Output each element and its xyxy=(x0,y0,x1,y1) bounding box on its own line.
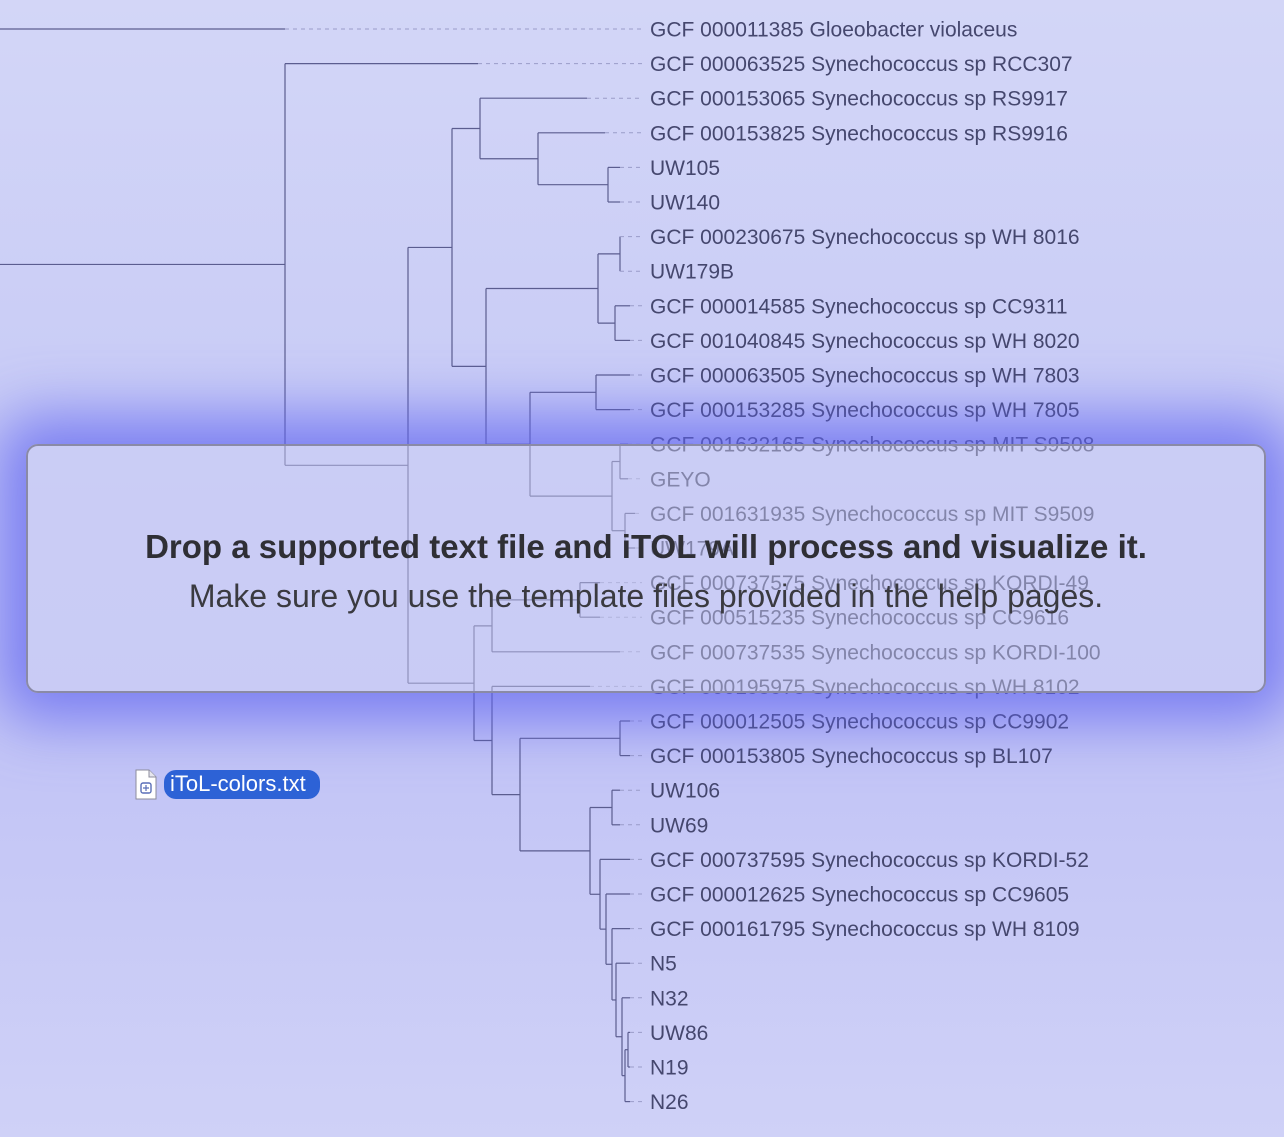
tree-leaf-label: GCF 000737595 Synechococcus sp KORDI-52 xyxy=(650,849,1089,872)
tree-leaf-label: UW105 xyxy=(650,157,720,180)
tree-leaf-label: GCF 000195975 Synechococcus sp WH 8102 xyxy=(650,676,1080,699)
tree-leaf-label: UW140 xyxy=(650,192,720,215)
tree-leaf-label: GEYO xyxy=(650,468,711,491)
tree-leaf-label: GCF 000153805 Synechococcus sp BL107 xyxy=(650,745,1053,768)
drop-zone-overlay[interactable]: Drop a supported text file and iTOL will… xyxy=(26,444,1266,693)
tree-leaf-label: GCF 001631935 Synechococcus sp MIT S9509 xyxy=(650,503,1094,526)
tree-leaf-label: GCF 000230675 Synechococcus sp WH 8016 xyxy=(650,226,1080,249)
tree-leaf-label: N26 xyxy=(650,1091,689,1114)
tree-leaf-label: GCF 000012625 Synechococcus sp CC9605 xyxy=(650,884,1069,907)
tree-leaf-label: GCF 000012505 Synechococcus sp CC9902 xyxy=(650,711,1069,734)
tree-leaf-label: GCF 000014585 Synechococcus sp CC9311 xyxy=(650,295,1068,318)
tree-leaf-label: GCF 000737575 Synechococcus sp KORDI-49 xyxy=(650,572,1089,595)
tree-leaf-label: UW69 xyxy=(650,814,708,837)
tree-leaf-label: GCF 000063505 Synechococcus sp WH 7803 xyxy=(650,365,1080,388)
dragged-file-name: iToL-colors.txt xyxy=(164,769,320,799)
tree-leaf-label: GCF 000153825 Synechococcus sp RS9916 xyxy=(650,122,1068,145)
tree-leaf-label: GCF 000737535 Synechococcus sp KORDI-100 xyxy=(650,641,1101,664)
tree-leaf-label: GCF 000153065 Synechococcus sp RS9917 xyxy=(650,88,1068,111)
drop-zone-title: Drop a supported text file and iTOL will… xyxy=(145,528,1147,565)
tree-leaf-label: GCF 000011385 Gloeobacter violaceus xyxy=(650,19,1017,42)
tree-leaf-label: UW106 xyxy=(650,780,720,803)
tree-leaf-label: GCF 000515235 Synechococcus sp CC9616 xyxy=(650,607,1069,630)
tree-leaf-label: UW179B xyxy=(650,261,734,284)
dragged-file[interactable]: iToL-colors.txt xyxy=(134,768,320,800)
tree-leaf-label: GCF 000161795 Synechococcus sp WH 8109 xyxy=(650,918,1080,941)
tree-leaf-label: GCF 000063525 Synechococcus sp RCC307 xyxy=(650,53,1073,76)
tree-leaf-label: GCF 000153285 Synechococcus sp WH 7805 xyxy=(650,399,1080,422)
tree-leaf-label: GCF 001040845 Synechococcus sp WH 8020 xyxy=(650,330,1080,353)
tree-leaf-label: N32 xyxy=(650,987,689,1010)
tree-leaf-label: N19 xyxy=(650,1057,689,1080)
text-file-icon xyxy=(135,769,157,799)
tree-leaf-label: N5 xyxy=(650,953,677,976)
tree-leaf-label: UW179A xyxy=(650,538,734,561)
drop-zone-subtitle: Make sure you use the template files pro… xyxy=(188,578,1104,614)
tree-leaf-label: UW86 xyxy=(650,1022,708,1045)
